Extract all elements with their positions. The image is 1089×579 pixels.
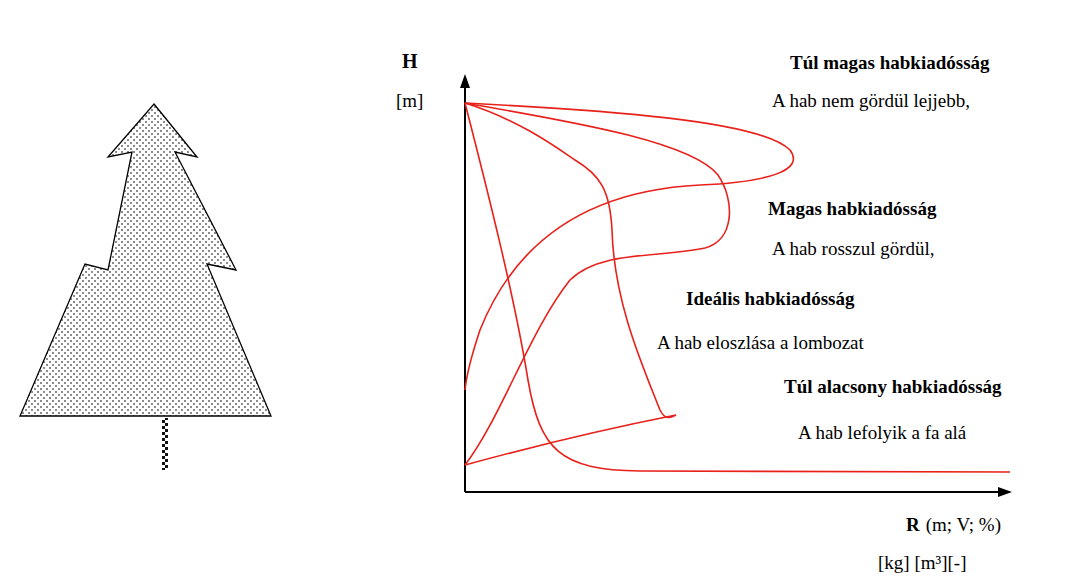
curve-note: A hab rosszul gördül,: [770, 238, 937, 260]
curve-title: Ideális habkiadósság: [684, 288, 856, 310]
axes: [460, 74, 1012, 497]
axis-title: R: [904, 514, 922, 536]
axis-unit: [kg] [m³][-]: [876, 552, 969, 574]
arrow-head: [998, 487, 1012, 497]
curve-title: Túl magas habkiadósság: [788, 52, 992, 74]
axis-unit: (m; V; %): [924, 514, 1003, 536]
curve-too-low: [465, 103, 1010, 472]
tree-trunk: [162, 418, 168, 470]
x-axis: [465, 491, 1002, 493]
curve-ideal: [465, 103, 676, 465]
curve-title: Túl alacsony habkiadósság: [782, 376, 1004, 398]
tree-figure: [20, 104, 271, 470]
curve-title: Magas habkiadósság: [766, 198, 938, 220]
curve-note: A hab lefolyik a fa alá: [796, 422, 968, 444]
axis-title: H: [400, 50, 420, 73]
curve-note: A hab nem gördül lejjebb,: [770, 90, 972, 112]
curve-high: [465, 103, 729, 465]
axis-unit: [m]: [394, 90, 425, 112]
tree-crown: [20, 104, 271, 416]
curve-note: A hab eloszlása a lombozat: [655, 332, 866, 354]
curves: [465, 103, 1010, 472]
arrow-head: [460, 74, 470, 88]
y-axis: [464, 84, 466, 492]
